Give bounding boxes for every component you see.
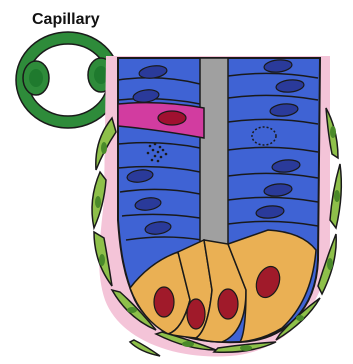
goblet-cell-nucleus [158, 111, 186, 125]
lumen [200, 58, 228, 252]
capillary-label: Capillary [32, 11, 100, 28]
capillary-nucleus-left-inner [29, 69, 43, 87]
paneth-nucleus [187, 299, 205, 329]
capillary [16, 32, 120, 128]
paneth-nucleus [218, 289, 238, 319]
paneth-nucleus [154, 287, 174, 317]
